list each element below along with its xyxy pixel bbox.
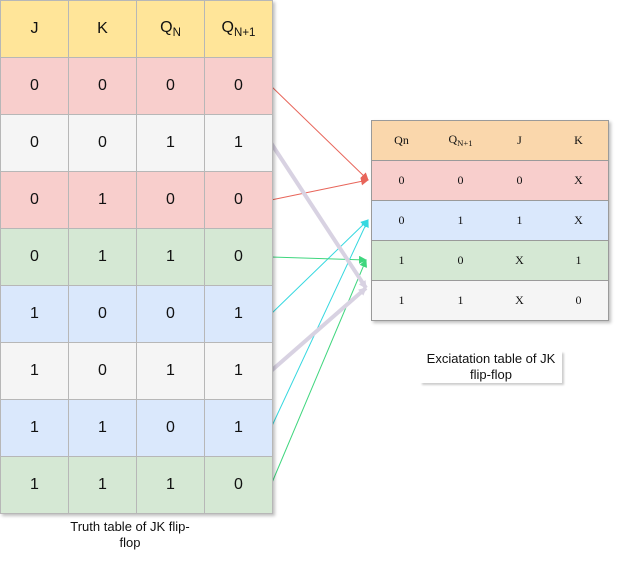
truth-table-cell: 1 [68, 456, 137, 514]
excitation-table-header-cell: K [549, 120, 609, 161]
excitation-table-cell: 1 [431, 200, 490, 241]
connector-arrow [270, 259, 367, 486]
truth-table-header-subscript: N [172, 27, 181, 40]
excitation-table-header-cell: QN+1 [431, 120, 490, 161]
truth-table-cell: 1 [204, 285, 273, 343]
truth-table-cell: 1 [68, 399, 137, 457]
excitation-table-cell: 0 [549, 280, 609, 321]
truth-table-header-text: Q [160, 18, 173, 36]
truth-table-cell: 0 [0, 228, 69, 286]
excitation-table-cell: 1 [490, 200, 549, 241]
truth-table-cell: 0 [136, 171, 205, 229]
excitation-table-header-text: J [517, 133, 522, 147]
excitation-table-header-row: Qn QN+1 J K [371, 120, 609, 161]
excitation-table-cell: 1 [371, 280, 431, 321]
excitation-table-header-cell: Qn [371, 120, 431, 161]
truth-table-cell: 1 [204, 399, 273, 457]
truth-table-cell: 0 [204, 171, 273, 229]
truth-table-cell: 0 [0, 171, 69, 229]
excitation-table-cell: 0 [371, 160, 431, 201]
truth-table-cell: 0 [68, 57, 137, 115]
excitation-table-header-text: Q [448, 132, 458, 147]
connector-arrow [270, 219, 369, 429]
truth-table-cell: 0 [68, 342, 137, 400]
excitation-table-header-text: Qn [394, 133, 409, 147]
connector-arrow [270, 219, 369, 315]
truth-table-cell: 1 [0, 456, 69, 514]
truth-table-header-cell: K [68, 0, 137, 58]
connector-arrow [270, 255, 367, 264]
truth-table-cell: 0 [0, 57, 69, 115]
truth-table-header-text: K [97, 20, 108, 37]
truth-table-cell: 1 [204, 342, 273, 400]
excitation-table-cell: 1 [371, 240, 431, 281]
excitation-table-cell: 0 [371, 200, 431, 241]
connector-arrow [270, 177, 369, 201]
excitation-table-cell: X [549, 160, 609, 201]
truth-table-header-text: Q [221, 18, 234, 36]
connector-arrow [269, 286, 368, 373]
excitation-table-cell: 0 [431, 160, 490, 201]
excitation-table-cell: X [490, 280, 549, 321]
excitation-table-header-text: K [574, 133, 583, 147]
truth-table-cell: 1 [136, 342, 205, 400]
truth-table-cell: 0 [136, 57, 205, 115]
truth-table-header-cell: QN [136, 0, 205, 58]
connector-arrow [269, 141, 368, 290]
connector-arrow [270, 85, 369, 181]
excitation-table-cell: 0 [490, 160, 549, 201]
excitation-table-cell: 1 [431, 280, 490, 321]
truth-table-cell: 1 [136, 456, 205, 514]
truth-table-cell: 1 [204, 114, 273, 172]
excitation-table-cell: 1 [549, 240, 609, 281]
excitation-table-header-subscript: N+1 [457, 138, 473, 149]
truth-table-cell: 1 [0, 399, 69, 457]
excitation-table-cell: X [490, 240, 549, 281]
truth-table-cell: 1 [0, 342, 69, 400]
truth-table-cell: 0 [136, 285, 205, 343]
truth-table-caption: Truth table of JK flip-flop [62, 519, 198, 551]
truth-table-header-text: J [30, 20, 39, 37]
truth-table-cell: 0 [68, 114, 137, 172]
truth-table-cell: 0 [0, 114, 69, 172]
truth-table-header-cell: J [0, 0, 69, 58]
excitation-table-cell: X [549, 200, 609, 241]
truth-table-cell: 0 [68, 285, 137, 343]
truth-table-cell: 0 [136, 399, 205, 457]
truth-table-cell: 1 [0, 285, 69, 343]
truth-table-cell: 0 [204, 456, 273, 514]
truth-table-cell: 0 [204, 228, 273, 286]
truth-table-header-cell: QN+1 [204, 0, 273, 58]
truth-table-cell: 0 [204, 57, 273, 115]
excitation-table-caption: Exciatation table of JK flip-flop [420, 351, 562, 383]
truth-table-cell: 1 [68, 171, 137, 229]
truth-table-cell: 1 [68, 228, 137, 286]
truth-table-cell: 1 [136, 228, 205, 286]
excitation-table-cell: 0 [431, 240, 490, 281]
excitation-table-header-cell: J [490, 120, 549, 161]
truth-table-header-subscript: N+1 [234, 27, 256, 40]
truth-table-cell: 1 [136, 114, 205, 172]
